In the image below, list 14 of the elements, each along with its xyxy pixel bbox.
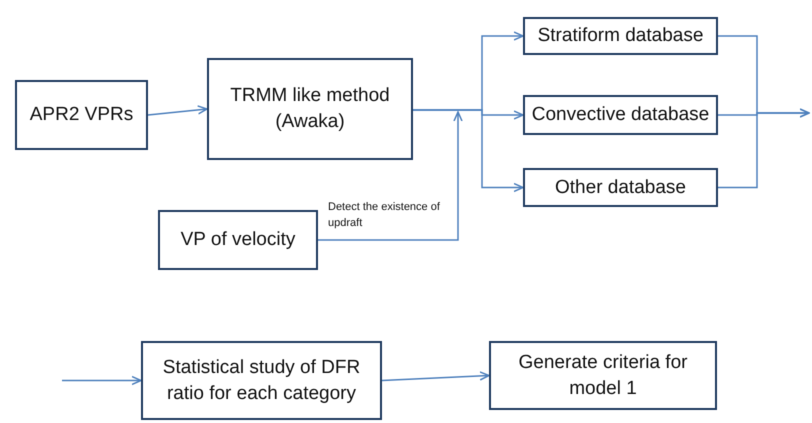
arrow (318, 111, 463, 241)
arrow (413, 109, 524, 192)
database-box: Convective database (523, 95, 718, 135)
database-box: Other database (523, 168, 718, 207)
arrow (718, 108, 810, 188)
process-box: VP of velocity (158, 210, 318, 270)
arrow (148, 105, 208, 116)
process-box: TRMM like method (Awaka) (207, 58, 413, 160)
process-box: APR2 VPRs (15, 80, 148, 150)
arrow (382, 371, 490, 382)
process-box: Generate criteria for model 1 (489, 341, 717, 410)
arrow (62, 376, 142, 386)
database-box: Stratiform database (523, 17, 718, 55)
process-box: Statistical study of DFR ratio for each category (141, 341, 382, 420)
